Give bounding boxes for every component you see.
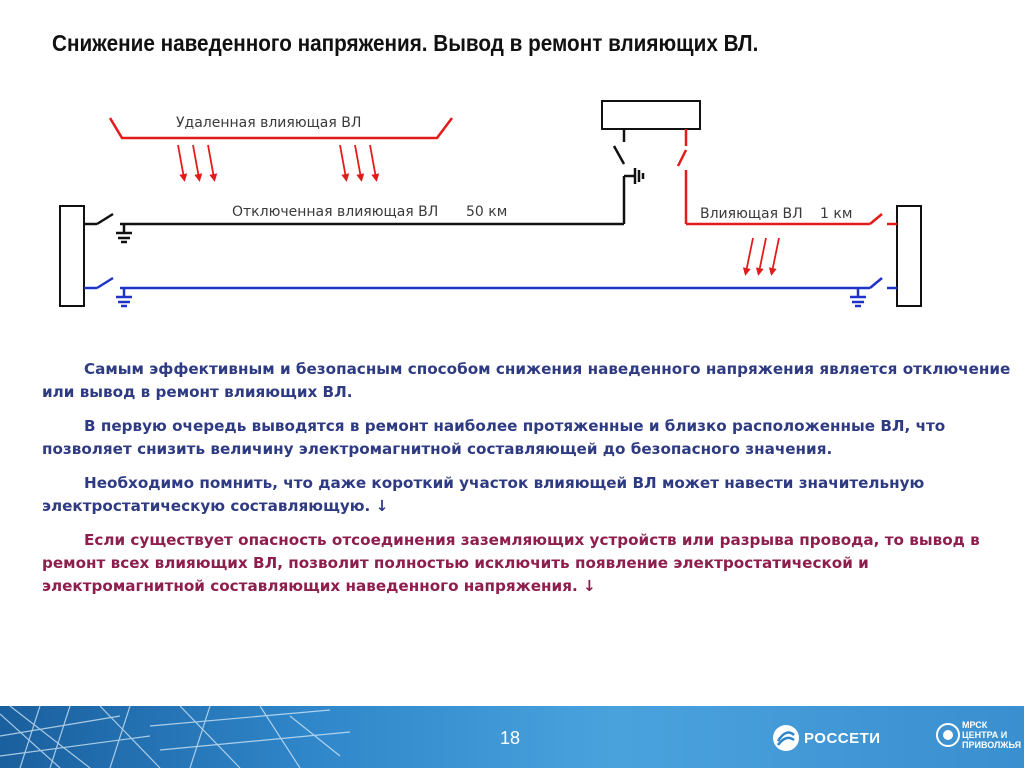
mrsk-logo-text: МРСК ЦЕНТРА И ПРИВОЛЖЬЯ (962, 720, 1022, 750)
paragraph-3: Необходимо помнить, что даже короткий уч… (42, 474, 925, 515)
remote-influencing-line (108, 117, 453, 140)
right-substation (896, 205, 922, 307)
influencing-line-field-arrows (742, 237, 780, 276)
body-text: Самым эффективным и безопасным способом … (42, 358, 1014, 609)
disconnected-line (84, 129, 626, 226)
ground-symbol-top (624, 168, 645, 184)
top-substation (601, 100, 701, 130)
overvoltage-diagram: Удаленная влияющая ВЛ Отключенная влияющ… (59, 100, 922, 308)
disconnected-line-label: Отключенная влияющая ВЛ (232, 204, 438, 220)
ground-symbol-left-bottom (116, 288, 132, 308)
disconnected-line-length: 50 км (466, 204, 507, 220)
ground-symbol-left-top (116, 224, 132, 244)
paragraph-4-warning: Если существует опасность отсоединения з… (42, 531, 980, 595)
mrsk-emblem-icon (936, 723, 960, 747)
rosseti-logo-text: РОССЕТИ (804, 729, 881, 747)
paragraph-2: В первую очередь выводятся в ремонт наиб… (42, 417, 946, 458)
page-number: 18 (500, 728, 521, 748)
footer-bar: 18 РОССЕТИ МРСК ЦЕНТРА И ПРИВОЛЖЬЯ (0, 706, 1024, 768)
remote-line-field-arrows (177, 144, 380, 182)
grounded-line (84, 276, 897, 290)
influencing-line-length: 1 км (820, 206, 852, 222)
slide-title: Снижение наведенного напряжения. Вывод в… (52, 30, 759, 56)
paragraph-1: Самым эффективным и безопасным способом … (42, 360, 1011, 401)
remote-line-label: Удаленная влияющая ВЛ (176, 115, 361, 131)
influencing-line-label: Влияющая ВЛ (700, 206, 803, 222)
power-tower-graphic (0, 706, 351, 768)
influencing-line (676, 129, 897, 226)
rosseti-emblem-icon (773, 725, 799, 751)
left-substation (59, 205, 85, 307)
rosseti-logo: РОССЕТИ (772, 724, 881, 752)
ground-symbol-right-bottom (850, 288, 866, 308)
mrsk-logo: МРСК ЦЕНТРА И ПРИВОЛЖЬЯ (936, 720, 1022, 750)
